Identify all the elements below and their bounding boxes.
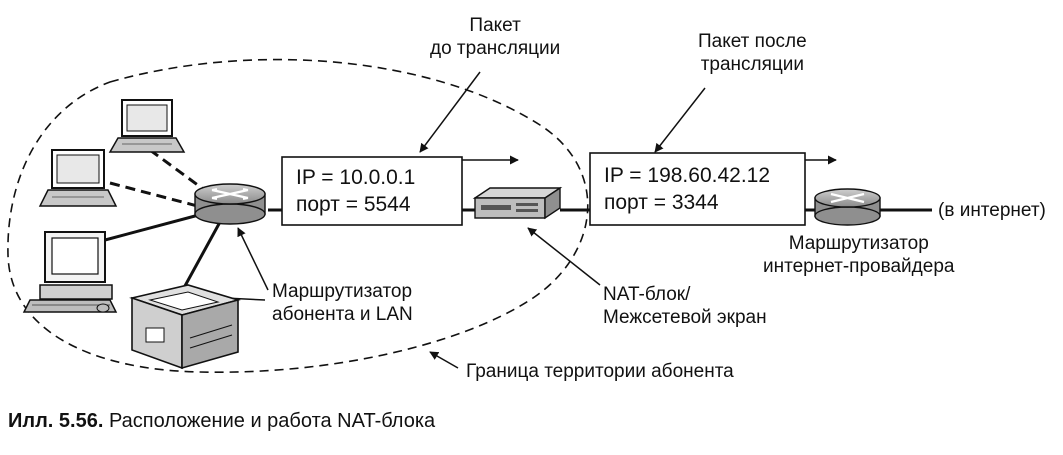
nat-box-label: NAT-блок/ Межсетевой экран <box>603 284 767 328</box>
packet-before-label: Пакет до трансляции <box>430 15 561 59</box>
pointer-nat-box <box>527 227 601 286</box>
laptop-icon <box>108 99 186 153</box>
link-printer <box>178 221 222 296</box>
pointer-packet-after <box>654 87 706 153</box>
packet-before-ip: IP = 10.0.0.1 <box>296 166 416 189</box>
packet-after-box <box>589 152 806 226</box>
pointer-subscriber-router <box>237 227 269 291</box>
laptop-icon <box>38 149 118 207</box>
packet-before-box <box>281 156 463 226</box>
link-desktop <box>104 210 211 242</box>
isp-router-label: Маршрутизатор интернет-провайдера <box>763 233 955 277</box>
link-laptop2 <box>109 181 206 210</box>
nat-box-icon <box>472 186 563 220</box>
printer-icon <box>129 284 241 370</box>
packet-before-fields: IP = 10.0.0.1 порт = 5544 <box>296 164 415 218</box>
isp-router-icon <box>814 188 881 226</box>
packet-after-fields: IP = 198.60.42.12 порт = 3344 <box>604 162 770 216</box>
boundary-label: Граница территории абонента <box>466 361 734 382</box>
subscriber-router-label: Маршрутизатор абонента и LAN <box>272 281 413 325</box>
pointer-boundary <box>429 351 459 369</box>
subscriber-boundary <box>7 58 589 374</box>
figure-caption: Илл. 5.56. Расположение и работа NAT-бло… <box>8 410 435 433</box>
packet-after-label: Пакет после трансляции <box>698 31 807 75</box>
packet-after-port: порт = 3344 <box>604 191 719 214</box>
subscriber-router-icon <box>194 183 266 225</box>
caption-number: Илл. 5.56. <box>8 410 104 432</box>
desktop-computer-icon <box>22 231 118 313</box>
internet-label: (в интернет) <box>938 200 1046 221</box>
packet-after-ip: IP = 198.60.42.12 <box>604 164 771 187</box>
pointer-packet-before <box>419 71 481 153</box>
packet-before-port: порт = 5544 <box>296 193 411 216</box>
caption-text: Расположение и работа NAT-блока <box>103 410 436 432</box>
